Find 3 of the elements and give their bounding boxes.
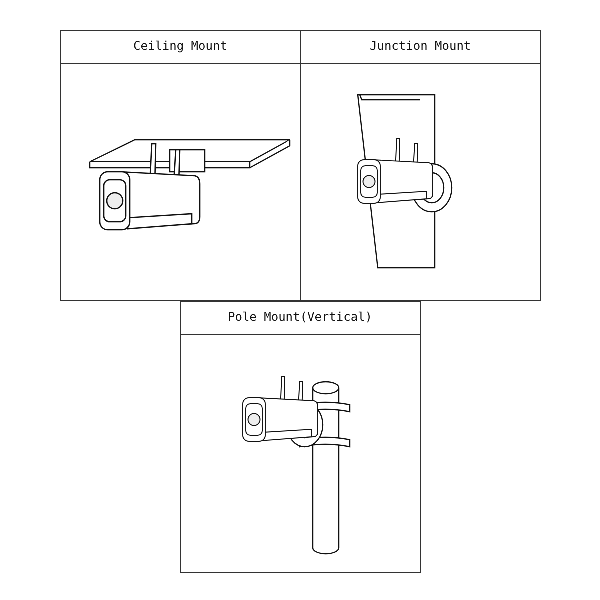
mount-heading: Junction Mount xyxy=(370,39,472,53)
mount-heading: Ceiling Mount xyxy=(134,39,228,53)
mount-heading: Pole Mount(Vertical) xyxy=(228,310,372,324)
